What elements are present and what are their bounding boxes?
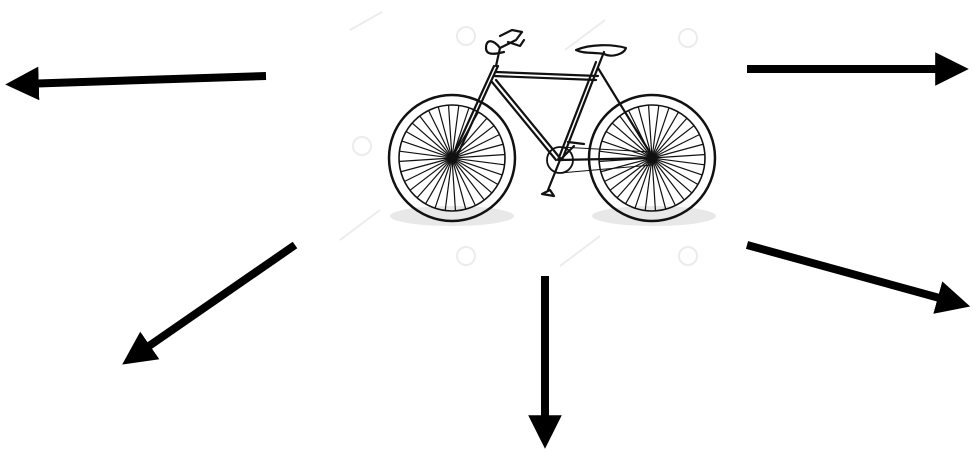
watermark-marks [340, 12, 697, 266]
arrow-lower-right [747, 245, 954, 302]
bicycle-frame [452, 30, 652, 196]
arrow-upper-left [22, 76, 266, 84]
arrows-group [22, 69, 954, 432]
arrow-lower-left [136, 245, 295, 355]
bicycle-icon [389, 30, 715, 221]
